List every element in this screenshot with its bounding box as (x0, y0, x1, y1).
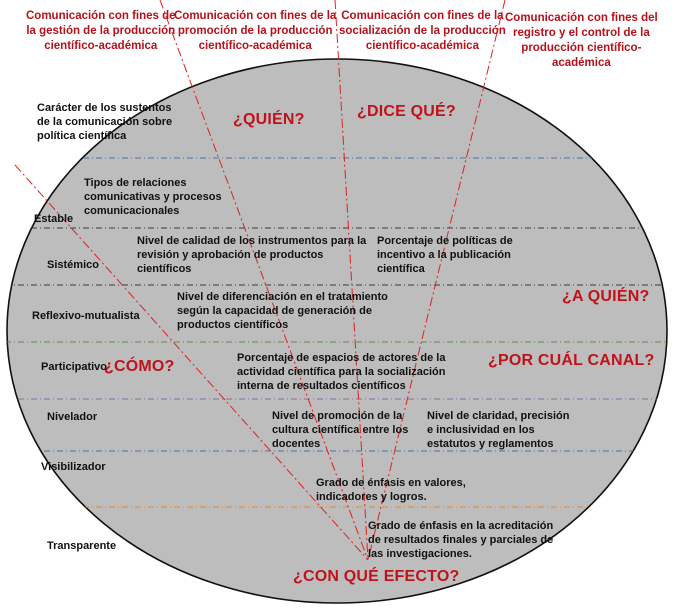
indicator-line: Porcentaje de políticas de (377, 235, 513, 247)
indicator-line: cultura científica entre los (272, 424, 409, 436)
ray-line (334, 0, 369, 561)
question-dice-que: ¿DICE QUÉ? (357, 103, 456, 120)
level-sistemico: Sistémico (47, 259, 99, 271)
indicator-line: científica (377, 263, 425, 275)
question-como: ¿CÓMO? (104, 358, 175, 375)
indicator-enfasis-valores: Grado de énfasis en valores, indicadores… (316, 476, 466, 504)
header-registro-line: académica (551, 57, 611, 69)
indicator-line: e inclusividad en los (427, 424, 535, 436)
rays (14, 0, 506, 561)
ray-line (159, 0, 369, 561)
indicator-line: comunicacionales (84, 205, 180, 217)
indicator-nivel-promocion: Nivel de promoción de la cultura científ… (272, 409, 408, 451)
indicator-line: Nivel de diferenciación en el tratamient… (177, 291, 388, 303)
level-reflexivo-mutualista: Reflexivo-mutualista (32, 310, 140, 322)
indicator-line: Nivel de calidad de los instrumentos par… (137, 235, 367, 247)
indicator-line: comunicativas y procesos (84, 191, 222, 203)
indicator-line: de la comunicación sobre (37, 116, 173, 128)
header-registro-line: registro y el control de la (512, 27, 650, 39)
indicator-enfasis-acreditacion: Grado de énfasis en la acreditación de r… (368, 519, 553, 561)
indicator-line: actividad científica para la socializaci… (237, 366, 446, 378)
indicator-line: Tipos de relaciones (84, 177, 187, 189)
indicator-line: Grado de énfasis en valores, (316, 477, 466, 489)
level-nivelador: Nivelador (47, 411, 98, 423)
outer-ellipse (6, 58, 668, 604)
header-registro-line: producción científico- (521, 42, 642, 54)
header-gestion-line: la gestión de la producción (26, 25, 176, 37)
header-promocion-line: científico-académica (198, 40, 312, 52)
indicator-line: Grado de énfasis en la acreditación (368, 520, 554, 532)
header-socializacion-line: científico-académica (365, 40, 479, 52)
indicator-line: según la capacidad de generación de (177, 305, 373, 317)
header-promocion: Comunicación con fines de la promoción d… (174, 9, 336, 54)
header-registro-line: Comunicación con fines del (505, 12, 658, 24)
indicator-tipos-relaciones: Tipos de relaciones comunicativas y proc… (84, 176, 222, 218)
ray-line (367, 0, 506, 561)
indicator-line: Porcentaje de espacios de actores de la (237, 352, 446, 364)
question-quien: ¿QUIÉN? (233, 111, 305, 128)
indicator-line: Carácter de los sustentos (37, 102, 172, 114)
indicator-porcentaje-espacios: Porcentaje de espacios de actores de la … (237, 351, 445, 393)
ray-line (14, 164, 369, 561)
level-estable: Estable (34, 213, 74, 225)
indicator-nivel-calidad: Nivel de calidad de los instrumentos par… (137, 234, 366, 276)
indicator-nivel-claridad: Nivel de claridad, precisión e inclusivi… (427, 409, 569, 451)
header-gestion-line: Comunicación con fines de (26, 10, 176, 22)
indicator-line: revisión y aprobación de productos (137, 249, 324, 261)
indicator-line: productos científicos (177, 319, 289, 331)
indicator-line: incentivo a la publicación (377, 249, 511, 261)
indicator-nivel-diferenciacion: Nivel de diferenciación en el tratamient… (177, 290, 388, 332)
question-con-que-efecto: ¿CON QUÉ EFECTO? (293, 568, 460, 585)
indicator-line: estatutos y reglamentos (427, 438, 554, 450)
indicator-porcentaje-politicas: Porcentaje de políticas de incentivo a l… (377, 234, 513, 276)
header-promocion-line: promoción de la producción (177, 25, 333, 37)
header-socializacion: Comunicación con fines de la socializaci… (339, 9, 506, 54)
header-socializacion-line: socialización de la producción (339, 25, 506, 37)
header-socializacion-line: Comunicación con fines de la (341, 10, 504, 22)
question-a-quien: ¿A QUIÉN? (562, 288, 650, 305)
indicator-line: Nivel de promoción de la (272, 410, 403, 422)
level-participativo: Participativo (41, 361, 108, 373)
indicator-line: docentes (272, 438, 321, 450)
level-visibilizador: Visibilizador (41, 461, 106, 473)
header-promocion-line: Comunicación con fines de la (174, 10, 337, 22)
indicator-line: interna de resultados científicos (237, 380, 406, 392)
indicator-line: Nivel de claridad, precisión (427, 410, 570, 422)
question-por-cual-canal: ¿POR CUÁL CANAL? (488, 352, 655, 369)
header-gestion-line: científico-académica (44, 40, 158, 52)
header-gestion: Comunicación con fines de la gestión de … (26, 9, 176, 54)
level-transparente: Transparente (47, 540, 117, 552)
indicator-line: política científica (37, 130, 127, 142)
header-registro: Comunicación con fines del registro y el… (505, 11, 658, 71)
indicator-line: científicos (137, 263, 192, 275)
indicator-caracter-sustentos: Carácter de los sustentos de la comunica… (37, 101, 172, 143)
indicator-line: de resultados finales y parciales de (368, 534, 554, 546)
indicator-line: indicadores y logros. (316, 491, 427, 503)
indicator-line: las investigaciones. (368, 548, 472, 560)
